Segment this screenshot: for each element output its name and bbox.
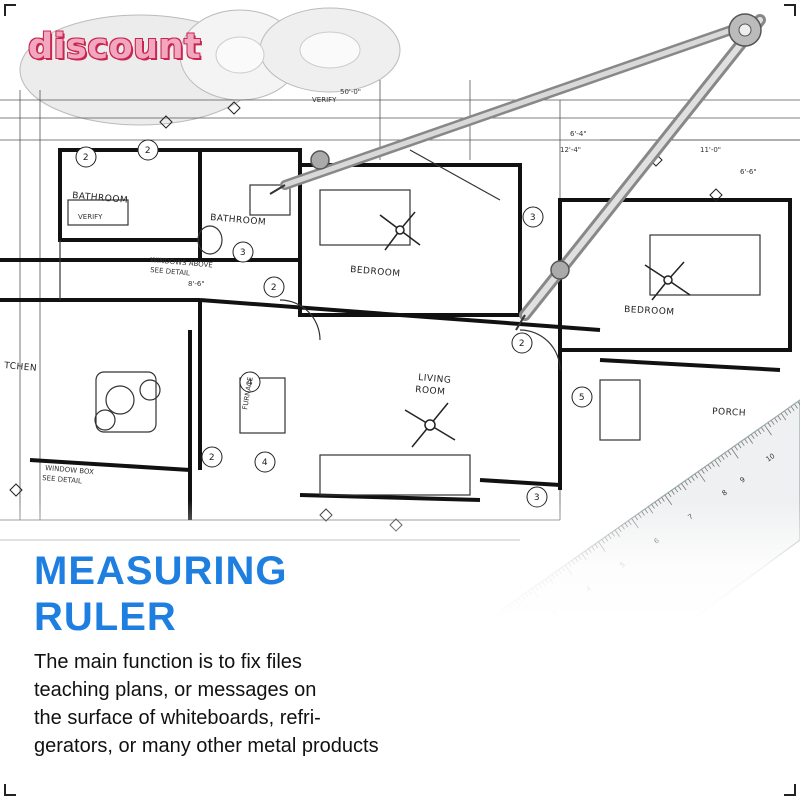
dimension-label: 12'-4" <box>560 146 581 154</box>
ruler-tick <box>737 443 742 449</box>
ruler-tick <box>781 413 787 421</box>
ruler-number: 10 <box>765 452 777 464</box>
corner-mark <box>784 784 796 796</box>
ceiling-fan-icon <box>404 402 456 448</box>
dimension-label: 6'-6" <box>740 168 757 176</box>
tag-label: 2 <box>83 153 89 163</box>
note-label: VERIFY <box>312 96 337 104</box>
note-label: SEE DETAIL <box>150 266 190 277</box>
ruler-tick <box>744 438 748 444</box>
ruler-tick <box>794 404 798 409</box>
ruler-tick <box>707 464 712 470</box>
ruler-tick <box>731 448 739 459</box>
dimension-label: 50'-0" <box>340 88 361 96</box>
corner-mark <box>784 4 796 16</box>
ceiling-fan-icon <box>379 211 421 251</box>
room-label: ROOM <box>415 385 446 398</box>
compass-drawing-tool-icon <box>269 13 766 331</box>
ruler-tick <box>691 476 695 481</box>
white-fade-overlay <box>0 500 800 800</box>
ruler-tick <box>701 469 705 474</box>
tag-label: 4 <box>262 458 268 468</box>
description-line: gerators, or many other metal products <box>34 735 379 757</box>
ruler-tick <box>694 473 699 479</box>
ruler-tick <box>734 445 738 451</box>
ruler-tick <box>741 441 745 446</box>
note-label: SEE DETAIL <box>42 474 82 485</box>
room-label: BEDROOM <box>624 305 675 318</box>
ruler-number: 8 <box>721 489 729 498</box>
ruler-tick <box>754 432 758 437</box>
ruler-tick <box>714 459 720 467</box>
ceiling-fan-icon <box>644 261 691 301</box>
product-description: The main function is to fix files teachi… <box>34 648 474 760</box>
ruler-number: 9 <box>739 476 747 485</box>
note-label: VERIFY <box>78 213 103 221</box>
tag-label: 2 <box>271 283 277 293</box>
dimension-label: 6'-4" <box>570 130 587 138</box>
ruler-tick <box>684 480 689 486</box>
corner-mark <box>4 784 16 796</box>
ruler-tick <box>704 466 709 472</box>
room-label: TCHEN <box>3 361 38 374</box>
ruler-tick <box>771 420 775 425</box>
ruler-tick <box>674 487 679 493</box>
tag-label: 2 <box>145 146 151 156</box>
title-line: MEASURING <box>34 549 288 593</box>
description-line: teaching plans, or messages on <box>34 679 317 701</box>
ruler-tick <box>671 490 675 495</box>
ruler-tick <box>727 450 732 456</box>
ruler-tick <box>777 415 782 421</box>
rolled-blueprints-icon <box>19 7 401 126</box>
dimension-label: 11'-0" <box>700 146 721 154</box>
room-label: PORCH <box>712 407 746 419</box>
ruler-tick <box>711 462 715 467</box>
tag-label: 2 <box>209 453 215 463</box>
ruler-tick <box>687 478 692 484</box>
ruler-tick <box>797 401 800 406</box>
ruler-tick <box>787 408 792 414</box>
product-title: MEASURING RULER <box>34 548 287 640</box>
room-label: BATHROOM <box>210 213 267 228</box>
description-line: the surface of whiteboards, refri- <box>34 707 321 729</box>
room-label: BATHROOM <box>72 191 129 206</box>
ruler-tick <box>774 418 778 423</box>
tag-label: 3 <box>240 248 246 258</box>
tag-label: 2 <box>519 339 525 349</box>
tag-label: 3 <box>530 213 536 223</box>
corner-mark <box>4 4 16 16</box>
dimension-label: 8'-6" <box>188 280 205 288</box>
ruler-tick <box>717 457 722 463</box>
room-label: BEDROOM <box>350 265 401 279</box>
discount-badge: discount <box>28 27 202 67</box>
room-label: LIVING <box>418 373 452 386</box>
ruler-tick <box>747 436 754 444</box>
ruler-tick <box>681 483 687 491</box>
tag-label: 3 <box>534 493 540 503</box>
ruler-tick <box>724 452 729 458</box>
description-line: The main function is to fix files <box>34 651 302 673</box>
ruler-tick <box>677 485 682 491</box>
ruler-tick <box>751 434 755 439</box>
tag-label: 4 <box>247 378 253 388</box>
ruler-tick <box>667 492 672 498</box>
ruler-tick <box>697 471 706 482</box>
ruler-tick <box>764 425 772 436</box>
ruler-tick <box>767 422 772 428</box>
ruler-tick <box>757 429 762 435</box>
ruler-tick <box>761 427 765 432</box>
ruler-tick <box>784 411 788 416</box>
title-line: RULER <box>34 595 177 639</box>
ruler-tick <box>721 455 725 460</box>
tag-label: 5 <box>579 393 585 403</box>
ruler-tick <box>790 406 795 412</box>
